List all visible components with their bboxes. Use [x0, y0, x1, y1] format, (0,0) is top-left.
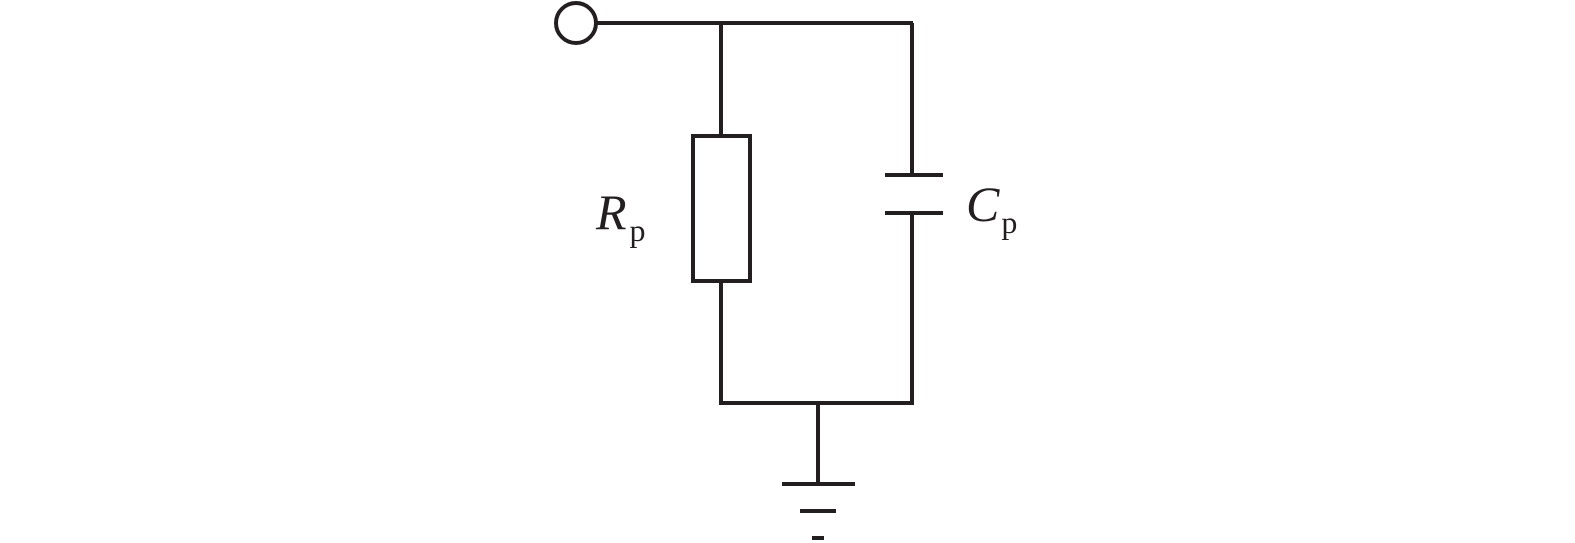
resistor-label-symbol: R — [595, 184, 627, 240]
resistor-body — [691, 134, 752, 283]
capacitor-label-subscript: p — [1001, 204, 1017, 240]
ground-icon — [782, 482, 855, 540]
input-terminal — [554, 1, 598, 45]
capacitor-label-symbol: C — [966, 176, 1000, 232]
resistor-label-subscript: p — [630, 212, 646, 248]
resistor-label: Rp — [595, 184, 646, 248]
capacitor-label: Cp — [966, 176, 1017, 240]
